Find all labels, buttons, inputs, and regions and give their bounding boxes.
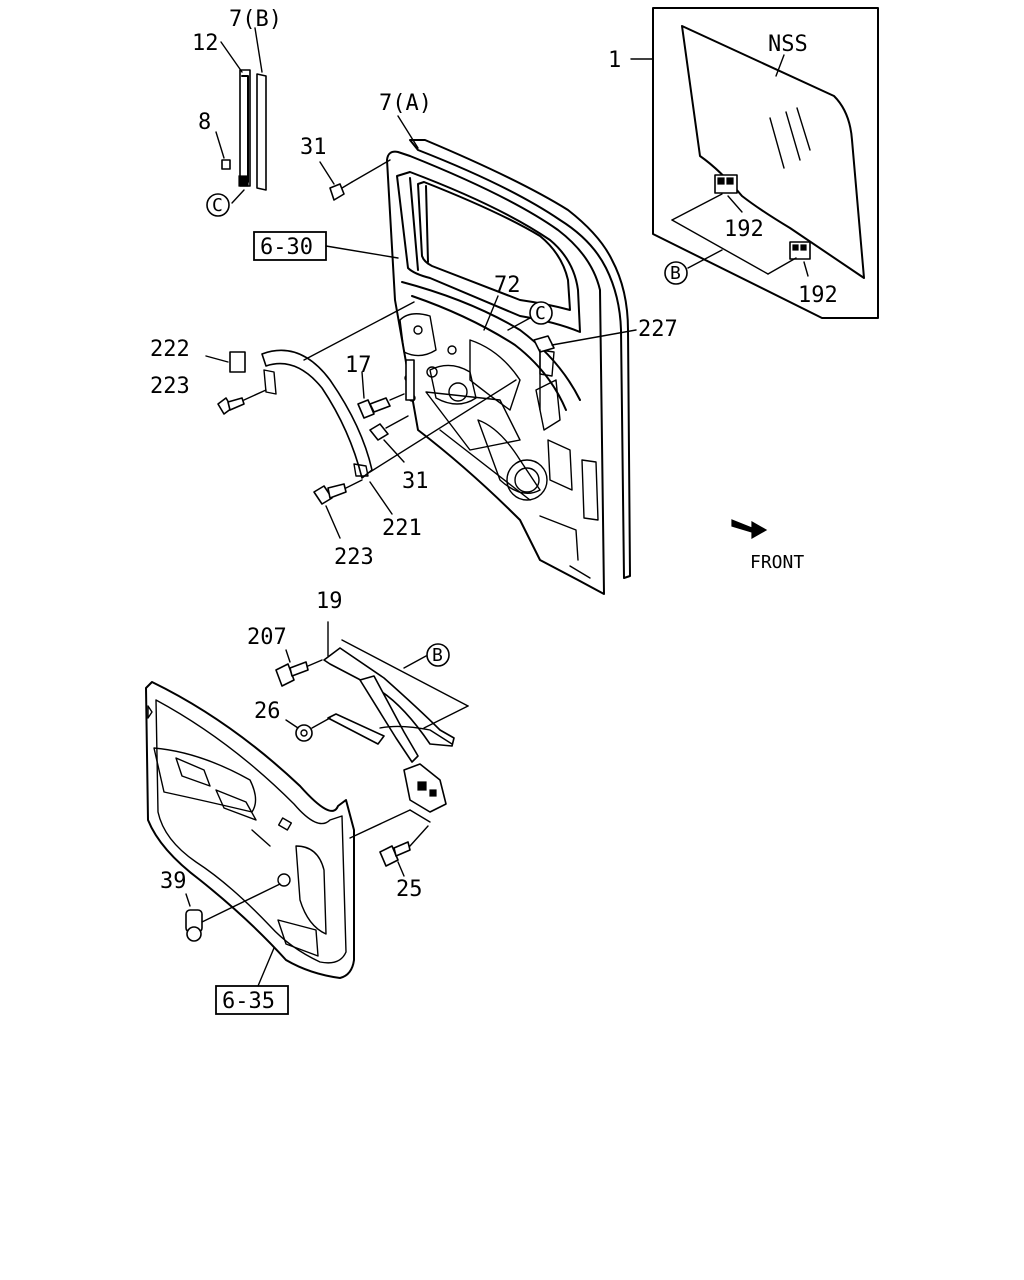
nut-26 xyxy=(295,717,331,742)
trim-panel-outline xyxy=(145,681,355,979)
label-part-31-top: 31 xyxy=(300,135,327,160)
window-trim-group: 222 223 223 221 17 31 xyxy=(150,301,517,570)
window-regulator: 19 207 26 B 25 xyxy=(247,589,469,902)
clip-222 xyxy=(229,351,246,373)
speaker-recess xyxy=(506,459,548,501)
label-front: FRONT xyxy=(750,552,804,573)
label-part-12: 12 xyxy=(192,31,219,56)
label-part-19: 19 xyxy=(316,589,343,614)
label-part-223-top: 223 xyxy=(150,374,190,399)
label-part-39: 39 xyxy=(160,869,187,894)
door-inner-panel xyxy=(386,139,631,595)
label-part-72: 72 xyxy=(494,273,521,298)
ref-b-upper-letter: B xyxy=(670,263,681,284)
front-indicator: FRONT xyxy=(731,519,804,573)
run-channel-7b xyxy=(256,73,267,191)
label-part-192-upper: 192 xyxy=(724,217,764,242)
bolt-17 xyxy=(357,393,405,419)
label-part-227: 227 xyxy=(638,317,678,342)
label-part-7b: 7(B) xyxy=(229,7,282,32)
label-ref-6-35: 6-35 xyxy=(222,989,275,1014)
label-part-222: 222 xyxy=(150,337,190,362)
label-part-1: 1 xyxy=(608,48,621,73)
ref-c-mid-letter: C xyxy=(535,303,546,324)
label-nss: NSS xyxy=(768,32,808,57)
regulator-lower-arm xyxy=(327,713,385,745)
label-part-31-mid: 31 xyxy=(402,469,429,494)
screw-31-mid xyxy=(369,415,409,441)
glass-clip-192-upper xyxy=(714,174,738,194)
ref-circle-c-mid xyxy=(529,301,553,325)
ref-circle-b-upper xyxy=(664,261,688,285)
run-channel-group: 7(B) 12 8 C xyxy=(192,7,282,217)
door-shell xyxy=(386,150,605,595)
screw-31-top xyxy=(329,159,391,201)
ref-circle-c-left xyxy=(206,193,230,217)
screw-223-top xyxy=(217,389,267,415)
ref-box-6-35 xyxy=(215,985,289,1015)
glass-inset: 1 NSS 192 192 B xyxy=(608,7,879,319)
clip-8 xyxy=(221,159,231,170)
glass-clip-192-lower xyxy=(789,241,811,260)
label-part-26: 26 xyxy=(254,699,281,724)
ref-circle-b-lower xyxy=(426,643,450,667)
ref-b-lower-letter: B xyxy=(432,645,443,666)
front-direction-arrow-icon xyxy=(731,519,768,540)
label-part-8: 8 xyxy=(198,110,211,135)
clip-39 xyxy=(185,883,281,942)
weatherstrip-7a xyxy=(409,139,631,579)
glass-inset-frame xyxy=(652,7,879,319)
door-trim-panel: 39 6-35 xyxy=(145,681,355,1015)
label-part-221: 221 xyxy=(382,516,422,541)
label-part-25: 25 xyxy=(396,877,423,902)
label-part-7a: 7(A) xyxy=(379,91,432,116)
ref-c-left-letter: C xyxy=(212,195,223,216)
label-ref-6-30: 6-30 xyxy=(260,235,313,260)
label-part-223-bottom: 223 xyxy=(334,545,374,570)
label-part-207: 207 xyxy=(247,625,287,650)
label-part-17: 17 xyxy=(345,353,372,378)
bolt-25 xyxy=(379,825,429,867)
screw-223-bottom xyxy=(313,479,363,505)
door-labels: 31 7(A) 6-30 72 C 227 xyxy=(253,91,678,411)
bolt-207 xyxy=(275,659,323,687)
door-glass xyxy=(681,25,865,279)
label-part-192-lower: 192 xyxy=(798,283,838,308)
